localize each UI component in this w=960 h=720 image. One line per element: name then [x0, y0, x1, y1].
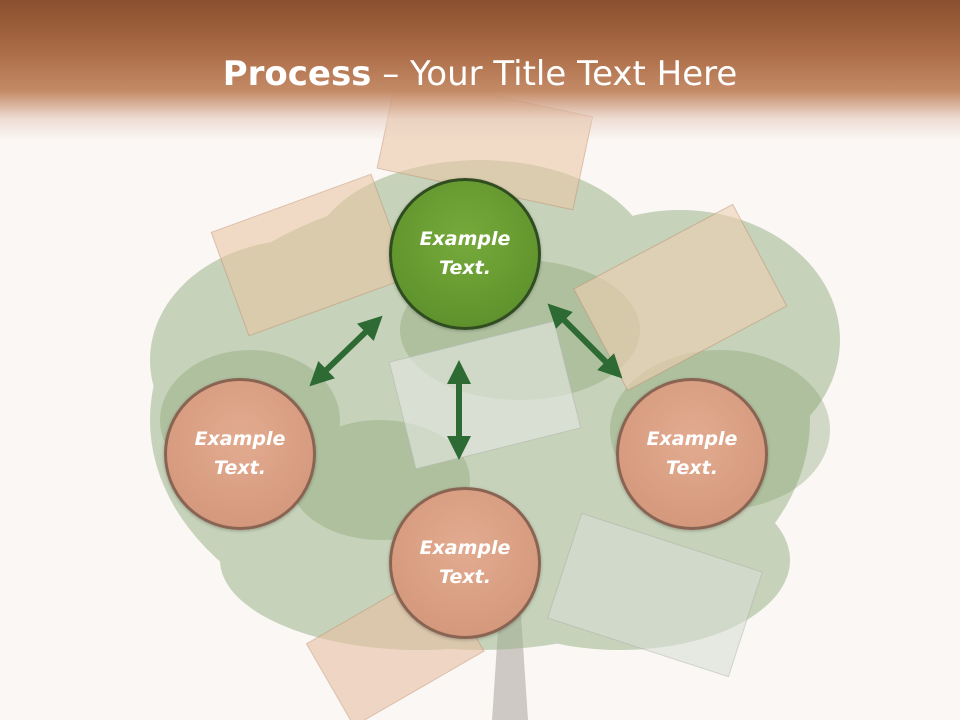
node-top-label: Example Text.	[419, 228, 511, 279]
node-right-label: Example Text.	[646, 428, 738, 479]
title-rest-text: – Your Title Text Here	[371, 54, 738, 94]
node-right: Example Text.	[616, 378, 768, 530]
title-bold-text: Process	[222, 54, 372, 94]
node-bottom: Example Text.	[389, 487, 541, 639]
node-bottom-label: Example Text.	[419, 537, 511, 588]
title-bar	[0, 0, 960, 140]
node-top: Example Text.	[389, 178, 541, 330]
node-left-label: Example Text.	[194, 428, 286, 479]
slide-title: Process – Your Title Text Here	[0, 52, 960, 96]
node-left: Example Text.	[164, 378, 316, 530]
